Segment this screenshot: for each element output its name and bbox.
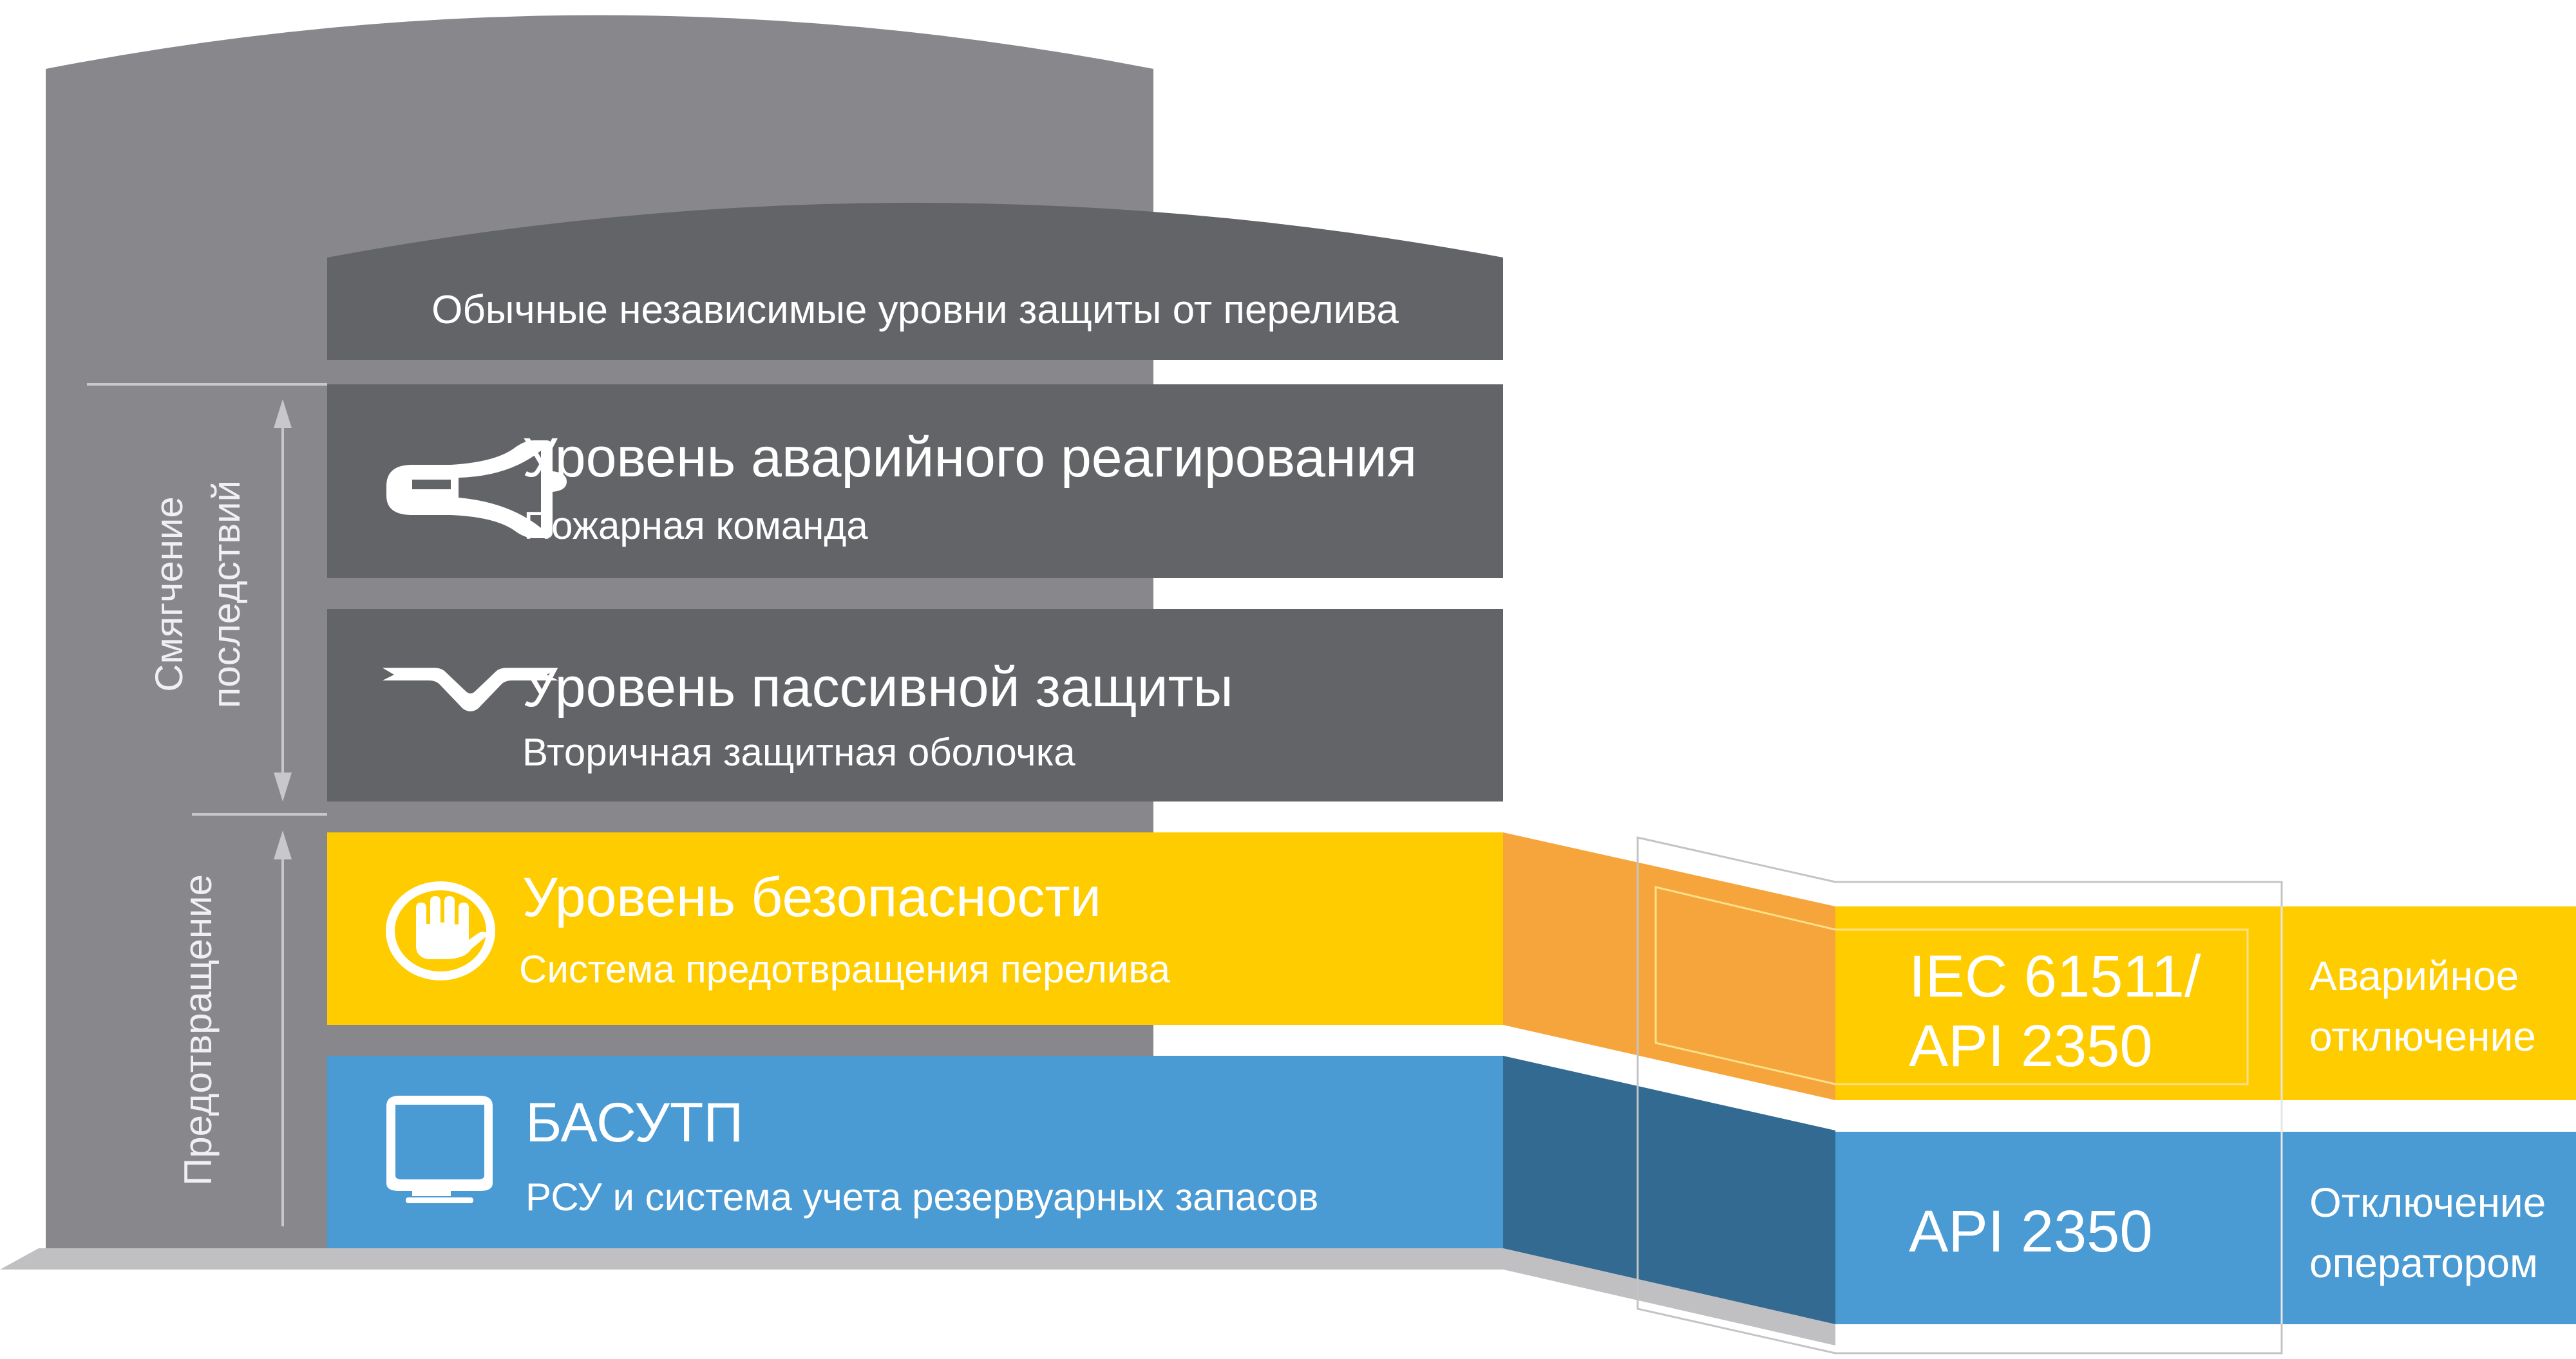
prevention-arrow	[274, 830, 292, 1226]
layer-safety-subtitle: Система предотвращения перелива	[519, 948, 1171, 991]
layer-safety	[327, 832, 1503, 1025]
megaphone-icon	[386, 440, 567, 538]
bpcs-action-line1: Отключение	[2309, 1179, 2546, 1226]
layer-bpcs-title: БАСУТП	[526, 1092, 743, 1154]
layer-passive-protection	[327, 609, 1503, 801]
prevention-label: Предотвращение	[176, 874, 220, 1186]
layer-independent-overfill	[327, 203, 1503, 360]
bpcs-connector	[1503, 1056, 1835, 1324]
safety-action-line1: Аварийное	[2309, 953, 2519, 999]
safety-standard-box	[1835, 906, 2576, 1100]
monitor-icon	[386, 1096, 493, 1203]
ground-platform	[0, 1248, 1835, 1345]
layer-passive-protection-subtitle: Вторичная защитная оболочка	[522, 731, 1075, 774]
layer-safety-title: Уровень безопасности	[522, 867, 1101, 928]
bpcs-standard: API 2350	[1909, 1199, 2153, 1264]
safety-connector	[1503, 832, 1835, 1100]
bpcs-standard-box	[1835, 1132, 2576, 1324]
layer-passive-protection-title: Уровень пассивной защиты	[522, 657, 1233, 718]
layer-bpcs-subtitle: РСУ и система учета резервуарных запасов	[526, 1176, 1318, 1219]
mitigation-label-line2: последствий	[205, 480, 248, 708]
standards-outline	[1636, 836, 2283, 1354]
safety-inner-outline	[1654, 886, 2249, 1085]
layer-independent-overfill-title: Обычные независимые уровни защиты от пер…	[431, 288, 1399, 332]
v-barrier-icon	[383, 668, 558, 711]
bpcs-action-line2: оператором	[2309, 1240, 2538, 1286]
safety-standard-line1: IEC 61511/	[1909, 944, 2201, 1009]
layer-emergency-response-subtitle: Пожарная команда	[524, 504, 868, 547]
layer-bpcs	[327, 1056, 1503, 1248]
safety-standard-line2: API 2350	[1909, 1013, 2153, 1079]
layer-emergency-response-title: Уровень аварийного реагирования	[522, 427, 1417, 489]
mitigation-arrow	[274, 399, 292, 801]
stop-hand-icon	[386, 881, 495, 980]
safety-action-line2: отключение	[2309, 1013, 2536, 1060]
mitigation-label-line1: Смягчение	[147, 496, 191, 692]
